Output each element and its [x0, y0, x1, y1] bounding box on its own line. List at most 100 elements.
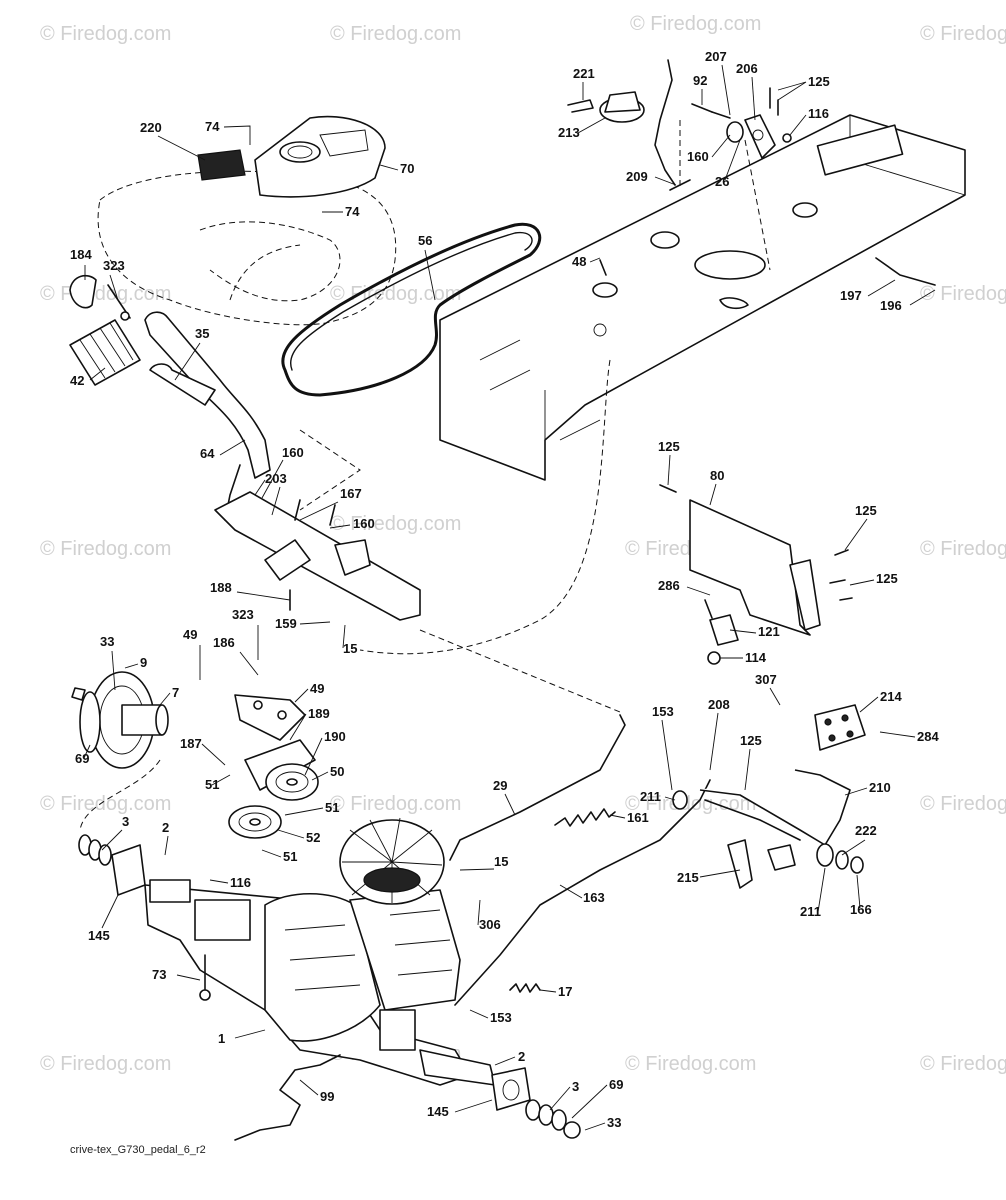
callout-label: 99 [320, 1089, 334, 1104]
callout-label: 73 [152, 967, 166, 982]
callout-label: 15 [494, 854, 508, 869]
callout-label: 159 [275, 616, 297, 631]
callout-label: 160 [687, 149, 709, 164]
callout-label: 64 [200, 446, 215, 461]
callout-label: 69 [609, 1077, 623, 1092]
washers-right [525, 1099, 581, 1139]
callout-label: 197 [840, 288, 862, 303]
shift-cover [254, 115, 386, 198]
callout-label: 9 [140, 655, 147, 670]
callout-label: 187 [180, 736, 202, 751]
callout-label: 2 [162, 820, 169, 835]
bypass-rod [234, 1054, 341, 1141]
callout-label: 207 [705, 49, 727, 64]
watermark: © Firedog.com [330, 513, 461, 535]
callout-label: 80 [710, 468, 724, 483]
callout-label: 209 [626, 169, 648, 184]
callout-label: 323 [232, 607, 254, 622]
callout-label: 190 [324, 729, 346, 744]
callout-label: 196 [880, 298, 902, 313]
callout-label: 211 [800, 904, 821, 919]
axle-block-left [111, 844, 146, 896]
callout-label: 221 [573, 66, 595, 81]
callout-label: 7 [172, 685, 179, 700]
idler-pulleys [228, 763, 319, 839]
callout-label: 211 [640, 789, 661, 804]
callout-label: 69 [75, 751, 89, 766]
callouts: 220 74 70 74 184 323 42 35 56 221 213 92… [70, 49, 939, 1130]
watermark: © Firedog.com [40, 283, 171, 305]
callout-label: 166 [850, 902, 872, 917]
callout-label: 2 [518, 1049, 525, 1064]
watermark: © Firedog.com [330, 283, 461, 305]
callout-label: 306 [479, 917, 501, 932]
callout-label: 125 [855, 503, 877, 518]
callout-label: 222 [855, 823, 877, 838]
callout-label: 145 [427, 1104, 449, 1119]
watermark: © Firedog.com [330, 793, 461, 815]
leader-lines [83, 64, 936, 1131]
callout-label: 125 [658, 439, 680, 454]
callout-label: 116 [230, 875, 251, 890]
axle-block-right [491, 1067, 531, 1111]
spring-161 [554, 808, 616, 827]
callout-label: 3 [122, 814, 129, 829]
callout-label: 49 [310, 681, 324, 696]
callout-label: 51 [283, 849, 297, 864]
callout-label: 284 [917, 729, 939, 744]
callout-label: 184 [70, 247, 92, 262]
lift-bracket [691, 87, 792, 159]
callout-label: 208 [708, 697, 730, 712]
watermark: © Firedog.com [40, 538, 171, 560]
callout-label: 125 [740, 733, 762, 748]
callout-label: 153 [490, 1010, 512, 1025]
callout-label: 121 [758, 624, 780, 639]
callout-label: 153 [652, 704, 674, 719]
watermark: © Firedog.com [920, 283, 1006, 305]
watermark: © Firedog.com [920, 793, 1006, 815]
watermark: © Firedog.com [330, 23, 461, 45]
callout-label: 52 [306, 830, 320, 845]
callout-label: 48 [572, 254, 586, 269]
watermark: © Firedog.com [920, 1053, 1006, 1075]
callout-label: 17 [558, 984, 572, 999]
watermark: © Firedog.com [920, 538, 1006, 560]
callout-label: 323 [103, 258, 125, 273]
callout-label: 114 [745, 650, 767, 665]
guide-lines [79, 120, 771, 831]
idler-arm [244, 739, 316, 791]
callout-label: 125 [876, 571, 898, 586]
watermark: © Firedog.com [40, 793, 171, 815]
callout-label: 35 [195, 326, 209, 341]
watermark: © Firedog.com [40, 1053, 171, 1075]
side-bracket [689, 499, 821, 665]
callout-label: 56 [418, 233, 432, 248]
callout-label: 186 [213, 635, 235, 650]
callout-label: 161 [627, 810, 649, 825]
callout-label: 206 [736, 61, 758, 76]
callout-label: 50 [330, 764, 344, 779]
pedal-shaft [214, 479, 421, 621]
callout-label: 189 [308, 706, 330, 721]
callout-label: 74 [205, 119, 220, 134]
control-rod [449, 714, 711, 1006]
fender-outline [97, 170, 397, 326]
brake-pedal [672, 704, 866, 889]
callout-label: 116 [808, 106, 829, 121]
callout-label: 188 [210, 580, 232, 595]
spring-17 [509, 983, 541, 993]
callout-label: 160 [353, 516, 375, 531]
main-frame [439, 114, 966, 481]
callout-label: 220 [140, 120, 162, 135]
callout-label: 33 [100, 634, 114, 649]
lift-rod [654, 59, 691, 191]
callout-label: 213 [558, 125, 580, 140]
callout-label: 307 [755, 672, 777, 687]
cooling-fan [339, 817, 445, 905]
callout-label: 163 [583, 890, 605, 905]
callout-label: 214 [880, 689, 902, 704]
callout-label: 167 [340, 486, 362, 501]
callout-label: 160 [282, 445, 304, 460]
watermark: © Firedog.com [40, 23, 171, 45]
